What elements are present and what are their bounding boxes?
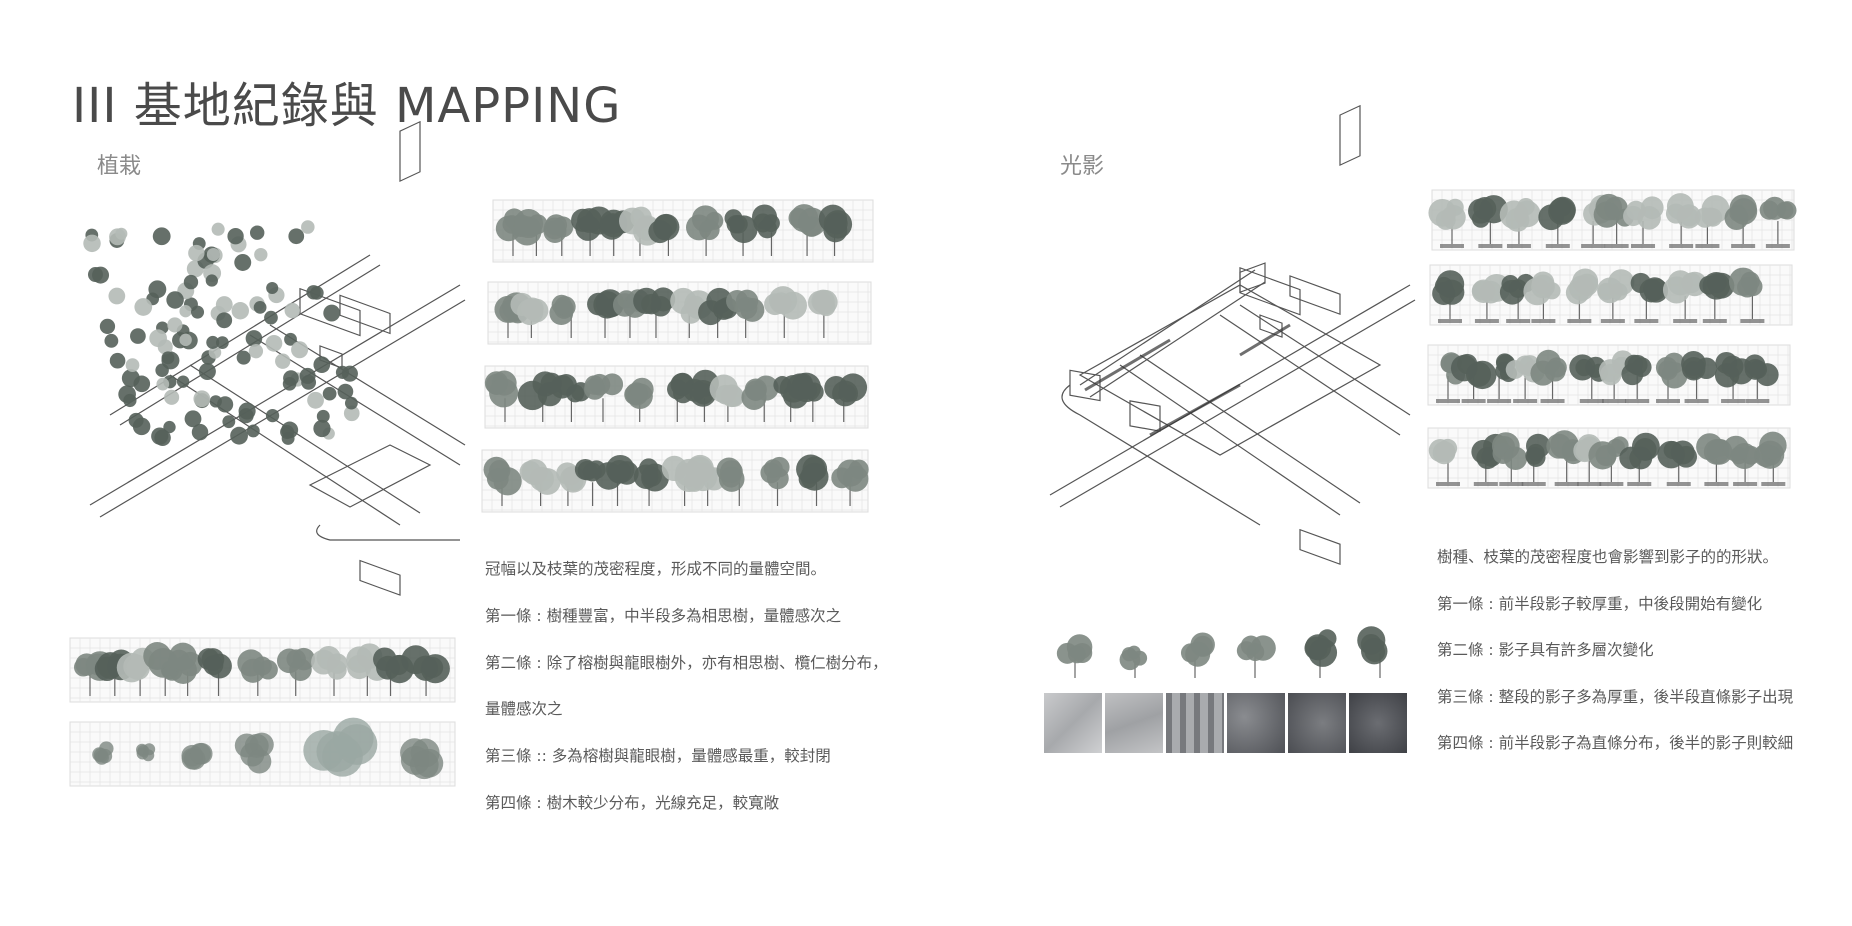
planting-line-4: 第四條 : 樹木較少分布，光線充足，較寬敞: [485, 794, 780, 812]
shadow-elevation-strip-3: [1427, 344, 1791, 406]
shadow-line-2: 第二條 : 影子具有許多層次變化: [1437, 641, 1654, 659]
tree-elevation-strip-3: [484, 365, 869, 429]
shadow-description: 樹種、枝葉的茂密程度也會影響到影子的的形狀。: [1437, 548, 1779, 566]
shadow-sample-5: [1288, 693, 1346, 753]
shadow-sample-1: [1044, 693, 1102, 753]
tree-elevation-strip-1: [492, 199, 874, 263]
section-subtitle-planting: 植栽: [97, 154, 142, 179]
planting-line-2: 第二條 : 除了榕樹與龍眼樹外，亦有相思樹、欖仁樹分布，: [485, 654, 888, 672]
planting-line-3: 第三條 :: 多為榕樹與龍眼樹，量體感最重，較封閉: [485, 747, 831, 765]
shadow-elevation-strip-1: [1428, 189, 1797, 251]
planting-line-1: 第一條 : 樹種豐富，中半段多為相思樹，量體感次之: [485, 607, 842, 625]
shadow-sample-6: [1349, 693, 1407, 753]
shadow-sample-2: [1105, 693, 1163, 753]
shadow-elevation-strip-2: [1429, 264, 1793, 326]
section-subtitle-light-shadow: 光影: [1060, 154, 1105, 179]
tree-species-plan-legend: [69, 717, 456, 787]
shadow-sample-4: [1227, 693, 1285, 753]
tree-species-row: [1056, 626, 1388, 678]
page-title: III 基地紀錄與 MAPPING: [72, 78, 622, 134]
tree-elevation-strip-4: [481, 449, 869, 513]
shadow-line-1: 第一條 : 前半段影子較厚重，中後段開始有變化: [1437, 595, 1763, 613]
shadow-line-3: 第三條 : 整段的影子多為厚重，後半段直條影子出現: [1437, 688, 1794, 706]
planting-axonometric-map: [83, 120, 466, 596]
tree-species-elevation-legend: [69, 637, 456, 703]
shadow-line-4: 第四條 : 前半段影子為直條分布，後半的影子則較細: [1437, 734, 1794, 752]
shadow-sample-3: [1166, 693, 1224, 753]
planting-line-2-cont: 量體感次之: [485, 700, 563, 718]
tree-elevation-strip-2: [487, 281, 872, 345]
planting-description: 冠幅以及枝葉的茂密程度，形成不同的量體空間。: [485, 560, 827, 578]
shadow-axonometric-map: [1049, 104, 1416, 566]
shadow-elevation-strip-4: [1427, 427, 1791, 489]
